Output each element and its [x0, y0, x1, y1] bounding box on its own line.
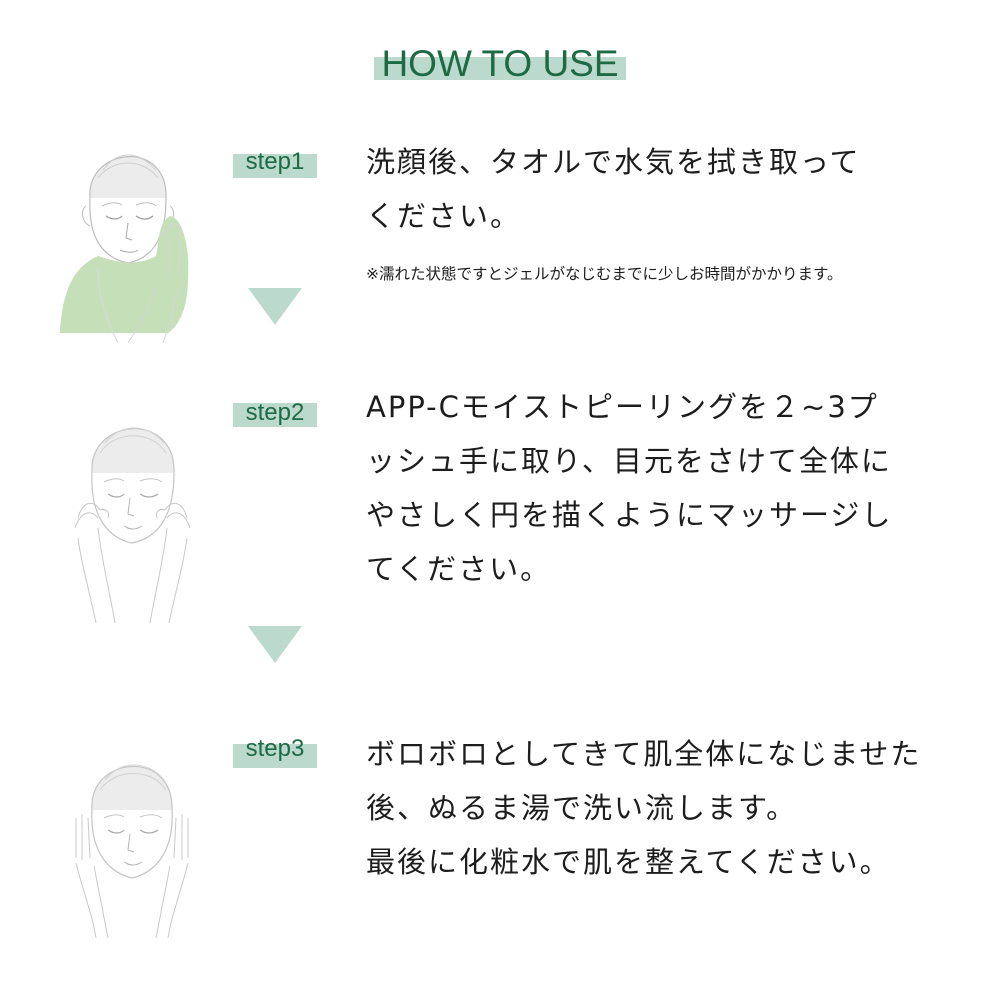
step-3-line: 最後に化粧水で肌を整えてください。: [366, 845, 891, 879]
step-1-line: ください。: [366, 199, 522, 233]
how-to-use-heading: HOW TO USE: [374, 40, 626, 84]
step-3-label-text: step3: [245, 735, 305, 762]
step-1-note: ※濡れた状態ですとジェルがなじむまでに少しお時間がかかります。: [366, 265, 843, 283]
step-2-label: step2: [233, 399, 317, 427]
face-hands-illustration: [75, 764, 189, 938]
step-2-label-text: step2: [245, 399, 305, 426]
step-1-line: 洗顔後、タオルで水気を拭き取って: [366, 145, 861, 179]
step-2-line: てください。: [366, 552, 552, 586]
down-arrow-icon: [248, 626, 302, 663]
step-1-label-text: step1: [245, 148, 305, 175]
step-2-line: ッシュ手に取り、目元をさけて全体に: [366, 444, 892, 478]
down-arrow-icon: [248, 288, 302, 325]
step-3-line: ボロボロとしてきて肌全体になじませた: [366, 737, 922, 771]
face-massage-illustration: [74, 427, 191, 623]
step-2-line: やさしく円を描くようにマッサージし: [366, 498, 893, 532]
step-3-instructions: ボロボロとしてきて肌全体になじませた 後、ぬるま湯で洗い流します。 最後に化粧水…: [366, 727, 921, 889]
heading-highlight: [374, 57, 626, 80]
step-1-instructions: 洗顔後、タオルで水気を拭き取って ください。: [366, 135, 861, 243]
face-towel-illustration: [60, 154, 189, 343]
page-title: HOW TO USE: [381, 43, 619, 84]
step-3-line: 後、ぬるま湯で洗い流します。: [366, 791, 798, 825]
step-3-label: step3: [233, 735, 317, 768]
step-1-label: step1: [233, 148, 317, 178]
step-2-line: APP-Cモイストピーリングを２~3プ: [366, 390, 879, 424]
step-2-instructions: APP-Cモイストピーリングを２~3プ ッシュ手に取り、目元をさけて全体に やさ…: [366, 380, 892, 596]
